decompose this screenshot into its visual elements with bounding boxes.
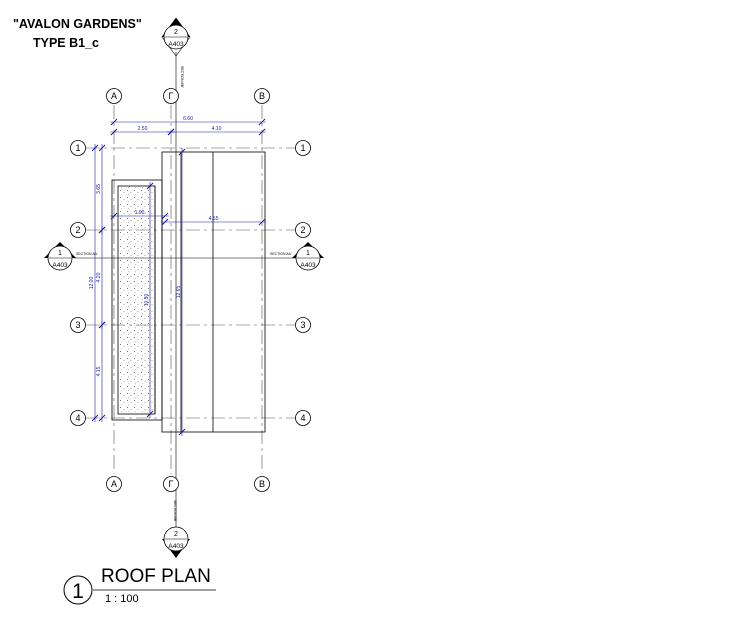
dim-inner-right-label: 4.55 bbox=[209, 216, 219, 222]
project-name: "AVALON GARDENS" bbox=[13, 17, 142, 31]
dim-overall-width-tick-end bbox=[258, 118, 266, 126]
dim-overall-width-label: 6.60 bbox=[183, 116, 193, 122]
grid-col-label: Γ bbox=[169, 91, 174, 101]
grid-row-label: 4 bbox=[300, 413, 305, 423]
dim-left-bay-label: 2.50 bbox=[138, 126, 148, 132]
grid-row-label: 3 bbox=[75, 320, 80, 330]
grid-bubbles: A A Γ Γ B B 1 1 2 2 3 3 4 4 bbox=[70, 88, 311, 492]
section-marker-bottom: 2 A403 SECTION BB' bbox=[162, 500, 190, 558]
grid-row-label: 1 bbox=[300, 143, 305, 153]
section-right-sheet: A403 bbox=[300, 262, 316, 269]
section-marker-right: 1 A403 SECTION AA' bbox=[270, 242, 324, 271]
dim-left-middle-label: 4.20 bbox=[96, 272, 102, 282]
grid-row-label: 2 bbox=[75, 225, 80, 235]
section-bottom-number: 2 bbox=[174, 531, 178, 538]
grid-bubble-row-2-left: 3 bbox=[70, 317, 86, 333]
grid-bubble-row-0-left: 1 bbox=[70, 140, 86, 156]
grid-col-label: B bbox=[259, 479, 265, 489]
dimension-labels: 6.60 2.50 4.10 1.90 4.55 12.00 3.65 4.20 4.15 12.… bbox=[89, 116, 222, 376]
gravel-roof-area bbox=[117, 185, 156, 415]
dim-center-height-tick-end bbox=[178, 428, 186, 436]
section-top-number: 2 bbox=[174, 29, 178, 36]
dim-left-upper-label: 3.65 bbox=[96, 184, 102, 194]
dim-overall-width-tick-start bbox=[110, 118, 118, 126]
dim-left-upper-tick-start bbox=[98, 144, 106, 152]
grid-bubble-row-2-right: 3 bbox=[295, 317, 311, 333]
section-bottom-sheet: A403 bbox=[168, 543, 184, 550]
dimension-lines bbox=[91, 118, 266, 436]
dim-inner-left-label: 1.90 bbox=[135, 210, 145, 216]
dim-left-overall-tick-end bbox=[91, 414, 99, 422]
grid-bubble-row-0-right: 1 bbox=[295, 140, 311, 156]
dim-inner-left-tick-start bbox=[110, 212, 118, 220]
dim-inner-right-tick-start bbox=[161, 218, 169, 226]
grid-bubble-row-3-right: 4 bbox=[295, 410, 311, 426]
section-top-sheet: A403 bbox=[168, 41, 184, 48]
grid-bubble-col-0-bottom: A bbox=[106, 476, 122, 492]
section-marker-top: 2 A403 SECTION BB' bbox=[161, 17, 191, 88]
dim-inner-height-tick-start bbox=[146, 182, 154, 190]
section-left-number: 1 bbox=[58, 250, 62, 257]
dim-inner-right-tick-end bbox=[258, 218, 266, 226]
grid-col-label: A bbox=[111, 479, 117, 489]
dim-left-middle-tick-start bbox=[98, 226, 106, 234]
section-left-label: SECTION AA' bbox=[76, 252, 98, 256]
dim-inner-height-tick-end bbox=[146, 410, 154, 418]
dim-right-bay-label: 4.10 bbox=[212, 126, 222, 132]
grid-bubble-col-1-bottom: Γ bbox=[163, 476, 179, 492]
dim-inner-left-tick-end bbox=[161, 212, 169, 220]
grid-row-label: 1 bbox=[75, 143, 80, 153]
view-number-circle bbox=[63, 575, 93, 605]
grid-bubble-col-1-top: Γ bbox=[163, 88, 179, 104]
grid-row-label: 2 bbox=[300, 225, 305, 235]
dim-left-lower-tick-start bbox=[98, 321, 106, 329]
section-top-label: SECTION BB' bbox=[180, 66, 184, 88]
grid-col-label: B bbox=[259, 91, 265, 101]
view-number: 1 bbox=[72, 580, 84, 603]
dim-inner-height-label: 10.50 bbox=[144, 294, 150, 307]
grid-lines bbox=[86, 105, 295, 474]
view-title: ROOF PLAN bbox=[101, 566, 211, 587]
grid-bubble-col-0-top: A bbox=[106, 88, 122, 104]
grid-row-label: 3 bbox=[300, 320, 305, 330]
dim-left-lower-label: 4.15 bbox=[96, 366, 102, 376]
dim-center-height-tick-start bbox=[178, 148, 186, 156]
section-right-label: SECTION AA' bbox=[270, 252, 292, 256]
view-scale: 1 : 100 bbox=[105, 593, 139, 605]
section-marker-left: 1 A403 SECTION AA' bbox=[44, 242, 98, 271]
dim-center-height-label: 12.65 bbox=[176, 286, 182, 299]
building-outline bbox=[111, 151, 266, 433]
section-lines bbox=[74, 52, 296, 530]
section-bottom-label: SECTION BB' bbox=[173, 500, 177, 522]
grid-row-label: 4 bbox=[75, 413, 80, 423]
dim-right-bay-tick-end bbox=[258, 128, 266, 136]
dim-right-bay-tick-start bbox=[167, 128, 175, 136]
dim-left-lower-tick-end bbox=[98, 414, 106, 422]
grid-col-label: A bbox=[111, 91, 117, 101]
grid-bubble-row-1-right: 2 bbox=[295, 222, 311, 238]
grid-bubble-row-3-left: 4 bbox=[70, 410, 86, 426]
roof-left-parapet bbox=[111, 179, 163, 421]
dim-left-overall-label: 12.00 bbox=[89, 277, 95, 290]
grid-bubble-col-2-bottom: B bbox=[254, 476, 270, 492]
grid-bubble-col-2-top: B bbox=[254, 88, 270, 104]
dim-left-bay-tick-start bbox=[110, 128, 118, 136]
section-right-number: 1 bbox=[306, 250, 310, 257]
grid-bubble-row-1-left: 2 bbox=[70, 222, 86, 238]
dim-left-overall-tick-start bbox=[91, 144, 99, 152]
grid-col-label: Γ bbox=[169, 479, 174, 489]
section-left-sheet: A403 bbox=[52, 262, 68, 269]
project-type: TYPE B1_c bbox=[33, 36, 100, 50]
